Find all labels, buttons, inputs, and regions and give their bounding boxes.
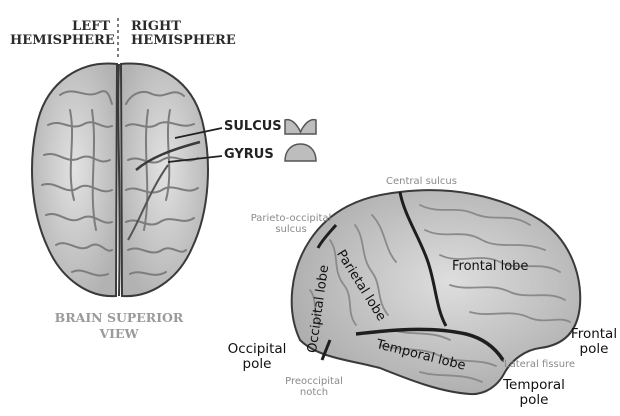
superior-view-caption: BRAIN SUPERIOR VIEW [54, 310, 184, 341]
parieto-occipital-sulcus-label: Parieto-occipital sulcus [236, 213, 346, 235]
central-sulcus-label: Central sulcus [386, 176, 457, 187]
right-hemisphere-label: RIGHT HEMISPHERE [131, 20, 241, 49]
left-hemisphere-label: LEFT HEMISPHERE [10, 20, 110, 49]
sulcus-label: SULCUS [224, 120, 282, 134]
occipital-pole-label: Occipital pole [226, 342, 288, 372]
preoccipital-notch-label: Preoccipital notch [284, 376, 344, 398]
frontal-lobe-label: Frontal lobe [452, 260, 528, 274]
frontal-pole-label: Frontal pole [568, 327, 620, 357]
temporal-pole-label: Temporal pole [498, 378, 570, 408]
lateral-fissure-label: Lateral fissure [504, 359, 575, 370]
gyrus-label: GYRUS [224, 148, 274, 162]
